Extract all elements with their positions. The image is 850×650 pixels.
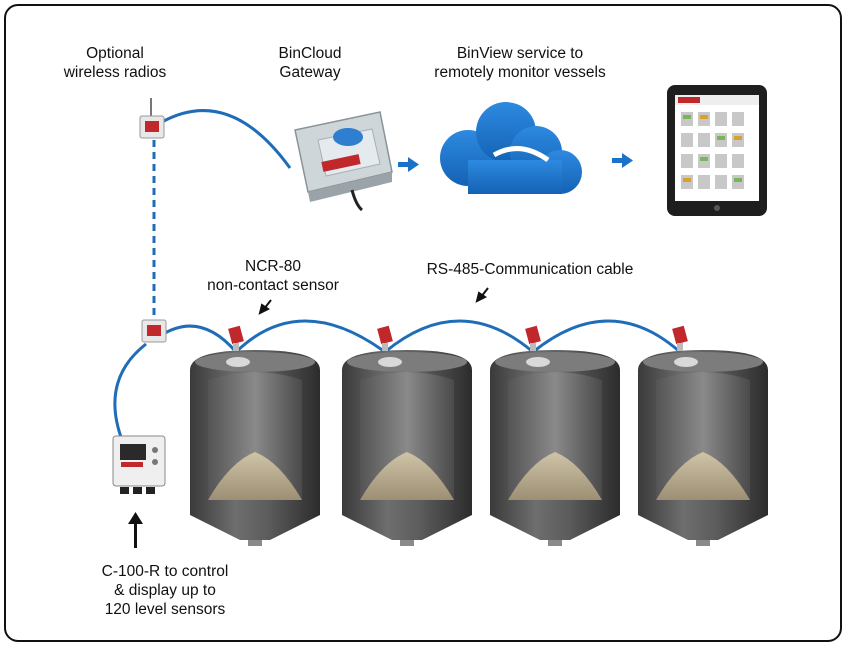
radio-unit-bottom (141, 319, 167, 343)
controller-unit (112, 435, 166, 494)
label-line: non-contact sensor (207, 277, 339, 294)
pointer-arrow-sensor (258, 299, 272, 315)
label-binview: BinView service to remotely monitor vess… (420, 44, 620, 82)
tablet-icon (667, 85, 767, 216)
ncr80-sensor (377, 325, 393, 351)
silo (190, 350, 320, 546)
diagram-frame (4, 4, 842, 642)
silo (342, 350, 472, 546)
label-gateway: BinCloud Gateway (260, 44, 360, 82)
gateway-box (294, 111, 393, 212)
silo (638, 350, 768, 546)
label-line: & display up to (114, 582, 216, 599)
pointer-arrow-cable (475, 287, 489, 303)
ncr80-sensor (672, 325, 688, 351)
label-line: Gateway (279, 64, 341, 81)
label-line: BinCloud (278, 45, 342, 62)
label-line: remotely monitor vessels (434, 64, 606, 81)
label-rs485: RS-485-Communication cable (405, 260, 655, 279)
flow-arrow-2 (612, 153, 633, 168)
radio-unit-top (139, 98, 165, 139)
label-line: C-100-R to control (101, 563, 229, 580)
silo (490, 350, 620, 546)
label-ncr80: NCR-80 non-contact sensor (198, 257, 348, 295)
flow-arrow-1 (398, 157, 419, 172)
ncr80-sensor (525, 325, 541, 351)
label-line: NCR-80 (245, 258, 301, 275)
rs485-cable (113, 319, 681, 441)
pointer-arrow-controller (128, 512, 143, 548)
label-line: BinView service to (456, 45, 584, 62)
label-line: RS-485-Communication cable (426, 261, 634, 278)
label-wireless-radios: Optional wireless radios (55, 44, 175, 82)
label-controller: C-100-R to control & display up to 120 l… (80, 562, 250, 619)
ncr80-sensor (228, 325, 244, 351)
label-line: Optional (86, 45, 144, 62)
gateway-cable (161, 109, 292, 169)
label-line: wireless radios (63, 64, 167, 81)
cloud-icon (440, 102, 582, 194)
label-line: 120 level sensors (104, 601, 226, 618)
